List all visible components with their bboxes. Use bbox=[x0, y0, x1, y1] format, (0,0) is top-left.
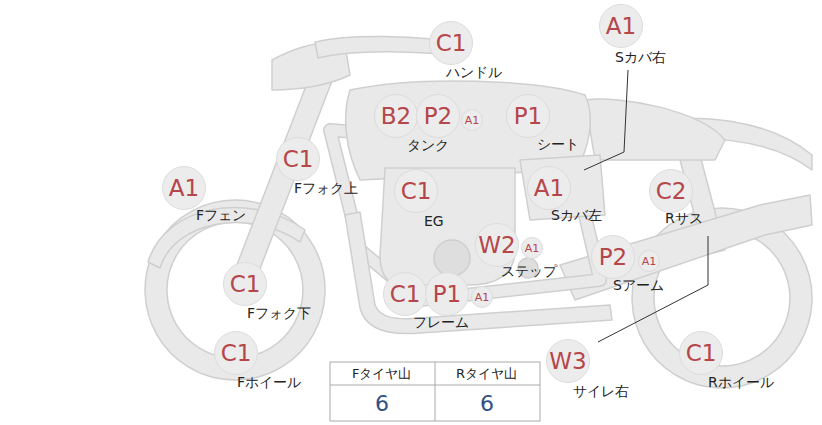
callout-number: A1 bbox=[599, 4, 643, 48]
callout-number: P2 bbox=[591, 235, 635, 279]
callout-number: C1 bbox=[223, 262, 267, 306]
callout-number: C1 bbox=[394, 169, 438, 213]
callout-number: A1 bbox=[162, 166, 206, 210]
callout-number: B2 bbox=[374, 94, 418, 138]
part-name: Fホイール bbox=[237, 374, 301, 390]
callout-number: C2 bbox=[649, 169, 693, 213]
callout-number: A1 bbox=[461, 109, 483, 131]
callout-number: C1 bbox=[679, 331, 723, 375]
part-name: サイレ右 bbox=[573, 383, 629, 399]
part-name: EG bbox=[424, 213, 444, 229]
callout-number: P1 bbox=[425, 272, 469, 316]
callout-number: C1 bbox=[276, 137, 320, 181]
callout-number: W2 bbox=[475, 223, 519, 267]
callout-number: C1 bbox=[429, 21, 473, 65]
callout-number: P2 bbox=[416, 94, 460, 138]
callout-number: A1 bbox=[471, 286, 493, 308]
part-name: Fフェン bbox=[196, 207, 246, 223]
part-name: Sカバ左 bbox=[551, 207, 602, 223]
part-name: タンク bbox=[407, 137, 449, 153]
callout-number: A1 bbox=[527, 166, 571, 210]
callout-number: P1 bbox=[506, 94, 550, 138]
table-cell: 6 bbox=[480, 391, 494, 417]
part-name: フレーム bbox=[413, 314, 469, 330]
callout-number: A1 bbox=[521, 237, 543, 259]
part-name: Sカバ右 bbox=[615, 49, 666, 65]
callout-number: A1 bbox=[638, 250, 660, 272]
part-name: Rサス bbox=[665, 210, 703, 226]
table-cell: Rタイヤ山 bbox=[456, 366, 517, 382]
part-name: シート bbox=[537, 136, 579, 152]
table-cell: 6 bbox=[375, 391, 389, 417]
callout-number: W3 bbox=[546, 339, 590, 383]
part-name: Sアーム bbox=[613, 277, 664, 293]
callout-number: C1 bbox=[214, 331, 258, 375]
part-name: Fフォク上 bbox=[294, 180, 358, 196]
tread-table bbox=[330, 362, 540, 421]
table-cell: Fタイヤ山 bbox=[352, 366, 411, 382]
part-name: ステップ bbox=[501, 263, 557, 279]
part-name: ハンドル bbox=[446, 64, 502, 80]
part-name: Fフォク下 bbox=[247, 305, 311, 321]
part-name: Rホイール bbox=[708, 374, 774, 390]
callout-number: C1 bbox=[383, 272, 427, 316]
